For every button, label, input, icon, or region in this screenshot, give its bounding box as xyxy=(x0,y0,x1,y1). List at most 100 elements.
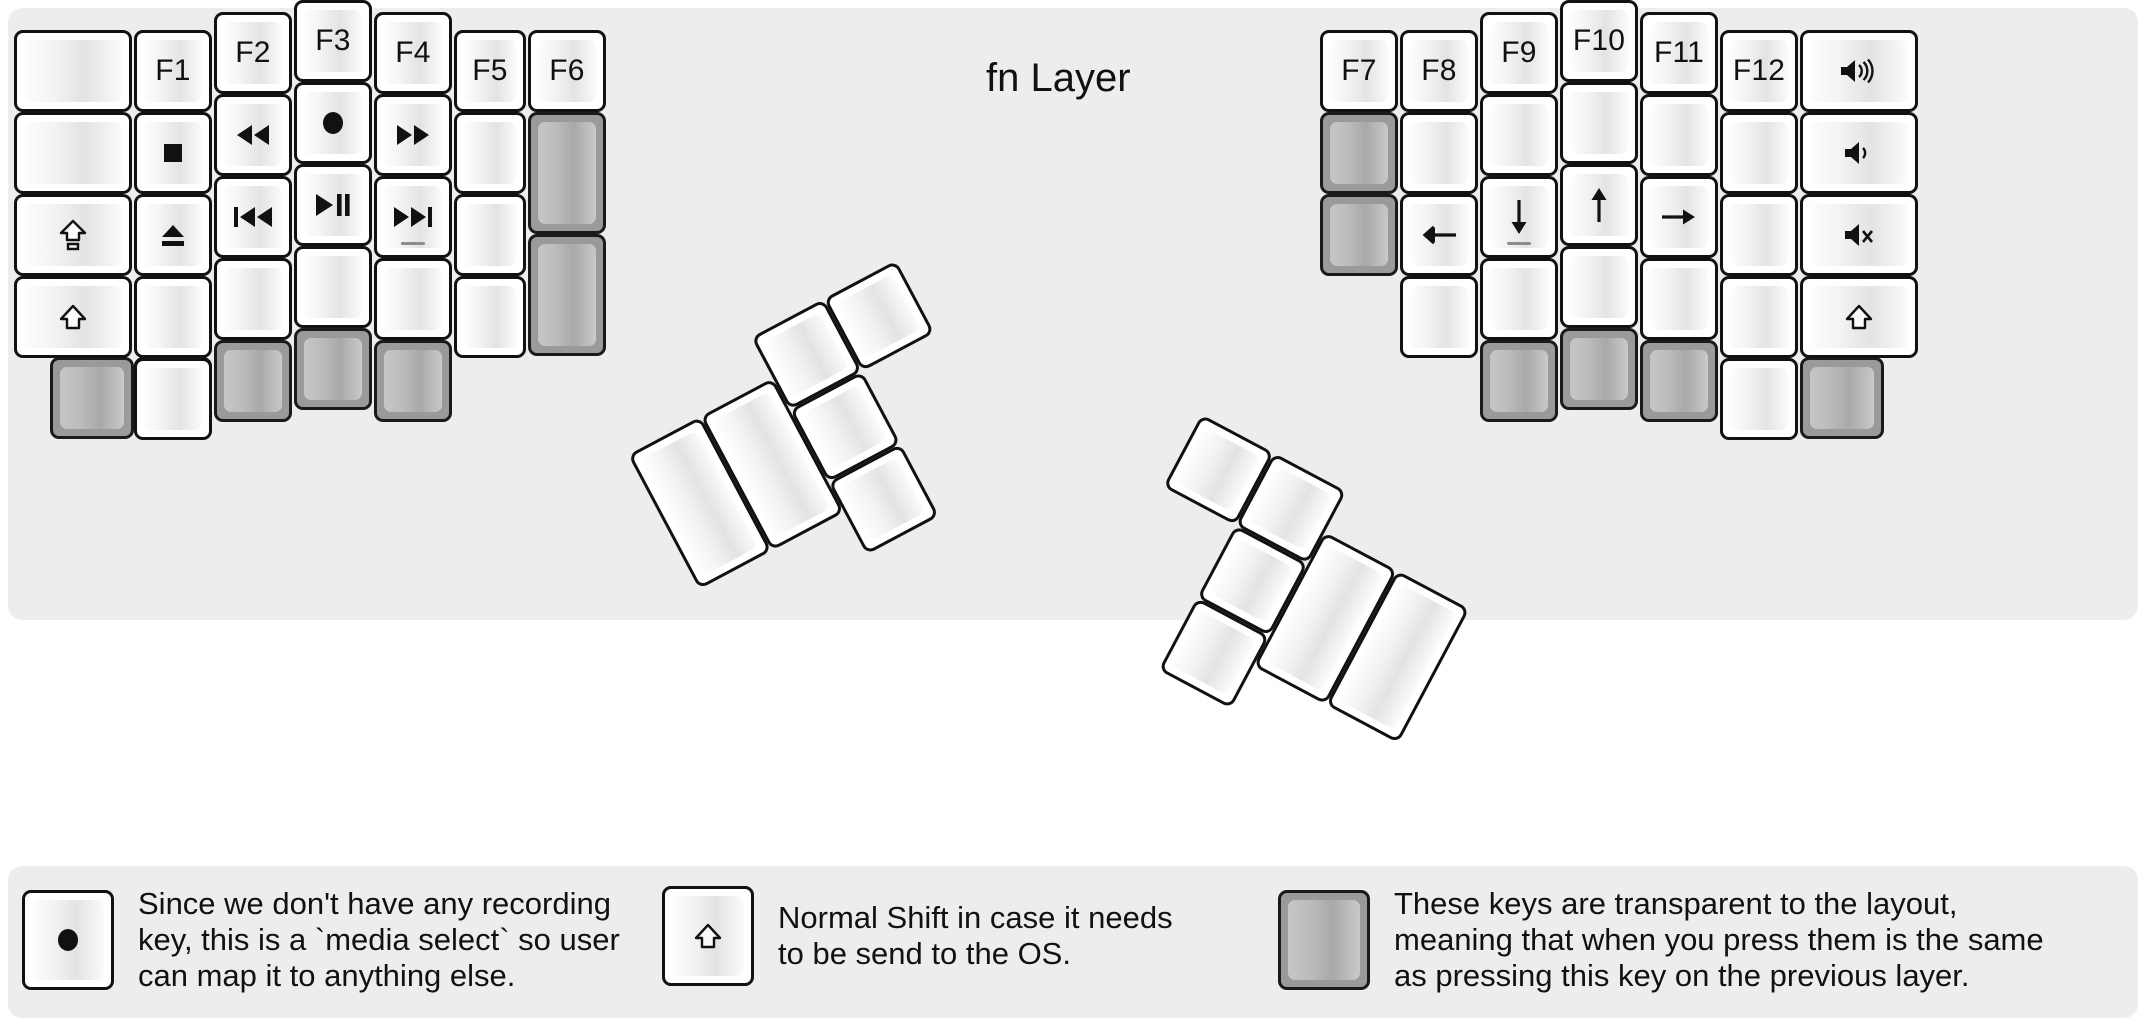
left-col0-key2-caps-shift[interactable] xyxy=(14,194,132,276)
keycap-face xyxy=(224,350,282,412)
right-col1-key2-arrow-left[interactable] xyxy=(1400,194,1478,276)
right-col0-key1[interactable] xyxy=(1320,112,1398,194)
right-col2-key1[interactable] xyxy=(1480,94,1558,176)
left-col6-key2[interactable] xyxy=(528,234,606,356)
left-bottom-transparent[interactable] xyxy=(50,357,134,439)
left-col6-key1[interactable] xyxy=(528,112,606,234)
right-col6-key3-shift-arrow[interactable] xyxy=(1800,276,1918,358)
keycap-face xyxy=(837,273,921,358)
keycap-face xyxy=(1650,186,1708,248)
key-label: F1 xyxy=(155,54,191,87)
keycap-face xyxy=(1410,122,1468,184)
right-col6-key1-volume-down[interactable] xyxy=(1800,112,1918,194)
left-col0-key0[interactable] xyxy=(14,30,132,112)
left-col4-key4[interactable] xyxy=(374,340,452,422)
right-col4-key0-f11[interactable]: F11 xyxy=(1640,12,1718,94)
left-col1-key3[interactable] xyxy=(134,276,212,358)
volume-up-icon xyxy=(1838,56,1880,86)
keycap-face xyxy=(1810,40,1908,102)
homing-bar-icon xyxy=(401,242,425,245)
right-col3-key0-f10[interactable]: F10 xyxy=(1560,0,1638,82)
right-col3-key1[interactable] xyxy=(1560,82,1638,164)
keycap-face xyxy=(1730,204,1788,266)
right-col5-key0-f12[interactable]: F12 xyxy=(1720,30,1798,112)
key-label: F10 xyxy=(1572,24,1626,57)
legend-key-sample xyxy=(1278,890,1370,990)
legend-keycap-record-circle-icon[interactable] xyxy=(22,890,114,990)
keycap-face: F5 xyxy=(464,40,516,102)
left-col5-key0-f5[interactable]: F5 xyxy=(454,30,526,112)
prev-track-icon xyxy=(232,205,274,229)
left-col5-key3[interactable] xyxy=(454,276,526,358)
left-col1-key2-eject[interactable] xyxy=(134,194,212,276)
stop-square-icon xyxy=(159,139,187,167)
keycap-face xyxy=(24,204,122,266)
right-col0-key0-f7[interactable]: F7 xyxy=(1320,30,1398,112)
left-col5-key1[interactable] xyxy=(454,112,526,194)
left-col1-key4[interactable] xyxy=(134,358,212,440)
right-col5-key1[interactable] xyxy=(1720,112,1798,194)
legend-text-line: These keys are transparent to the layout… xyxy=(1394,886,1958,921)
right-col2-key3[interactable] xyxy=(1480,258,1558,340)
left-col6-key0-f6[interactable]: F6 xyxy=(528,30,606,112)
right-col5-key4[interactable] xyxy=(1720,358,1798,440)
right-col6-key0-volume-up[interactable] xyxy=(1800,30,1918,112)
right-col3-key4[interactable] xyxy=(1560,328,1638,410)
left-col3-key1-record-circle[interactable] xyxy=(294,82,372,164)
next-track-icon xyxy=(392,205,434,229)
right-col3-key3[interactable] xyxy=(1560,246,1638,328)
legend-panel xyxy=(8,866,2138,1018)
left-col1-key0-f1[interactable]: F1 xyxy=(134,30,212,112)
right-bottom-transparent[interactable] xyxy=(1800,357,1884,439)
legend-text-line: can map it to anything else. xyxy=(138,958,516,993)
keycap-face xyxy=(464,286,516,348)
legend-keycap-shift-arrow-icon[interactable] xyxy=(662,886,754,986)
right-col2-key2-arrow-down[interactable] xyxy=(1480,176,1558,258)
left-col4-key2-next-track[interactable] xyxy=(374,176,452,258)
keycap-face xyxy=(24,122,122,184)
keycap-face xyxy=(841,457,926,542)
right-col6-key2-volume-mute[interactable] xyxy=(1800,194,1918,276)
keycap-face xyxy=(672,896,744,976)
left-col0-key3-shift-arrow[interactable] xyxy=(14,276,132,358)
keycap-face xyxy=(1810,122,1908,184)
keycap-face: F6 xyxy=(538,40,596,102)
right-col1-key3[interactable] xyxy=(1400,276,1478,358)
right-col0-key2[interactable] xyxy=(1320,194,1398,276)
left-col4-key0-f4[interactable]: F4 xyxy=(374,12,452,94)
keycap-face: F10 xyxy=(1570,10,1628,72)
right-col4-key3[interactable] xyxy=(1640,258,1718,340)
left-col4-key1-fast-forward[interactable] xyxy=(374,94,452,176)
right-col5-key2[interactable] xyxy=(1720,194,1798,276)
left-col3-key0-f3[interactable]: F3 xyxy=(294,0,372,82)
left-col3-key3[interactable] xyxy=(294,246,372,328)
keycap-face xyxy=(1176,427,1261,512)
right-col4-key2-arrow-right[interactable] xyxy=(1640,176,1718,258)
legend-keycap-blank-transparent-icon[interactable] xyxy=(1278,890,1370,990)
left-col2-key3[interactable] xyxy=(214,258,292,340)
keycap-face xyxy=(1570,338,1628,400)
right-col4-key1[interactable] xyxy=(1640,94,1718,176)
keycap-face xyxy=(144,286,202,348)
keycap-face xyxy=(1210,538,1295,623)
left-col2-key2-prev-track[interactable] xyxy=(214,176,292,258)
left-col3-key4[interactable] xyxy=(294,328,372,410)
volume-down-icon xyxy=(1842,138,1876,168)
left-col5-key2[interactable] xyxy=(454,194,526,276)
left-col4-key3[interactable] xyxy=(374,258,452,340)
left-col2-key0-f2[interactable]: F2 xyxy=(214,12,292,94)
left-col3-key2-play-pause[interactable] xyxy=(294,164,372,246)
right-col4-key4[interactable] xyxy=(1640,340,1718,422)
right-col5-key3[interactable] xyxy=(1720,276,1798,358)
right-col1-key1[interactable] xyxy=(1400,112,1478,194)
right-col3-key2-arrow-up[interactable] xyxy=(1560,164,1638,246)
right-col2-key4[interactable] xyxy=(1480,340,1558,422)
left-col2-key1-rewind[interactable] xyxy=(214,94,292,176)
left-col1-key1-stop-square[interactable] xyxy=(134,112,212,194)
left-col2-key4[interactable] xyxy=(214,340,292,422)
arrow-up-icon xyxy=(1586,185,1612,225)
keycap-face xyxy=(1330,204,1388,266)
left-col0-key1[interactable] xyxy=(14,112,132,194)
right-col1-key0-f8[interactable]: F8 xyxy=(1400,30,1478,112)
right-col2-key0-f9[interactable]: F9 xyxy=(1480,12,1558,94)
